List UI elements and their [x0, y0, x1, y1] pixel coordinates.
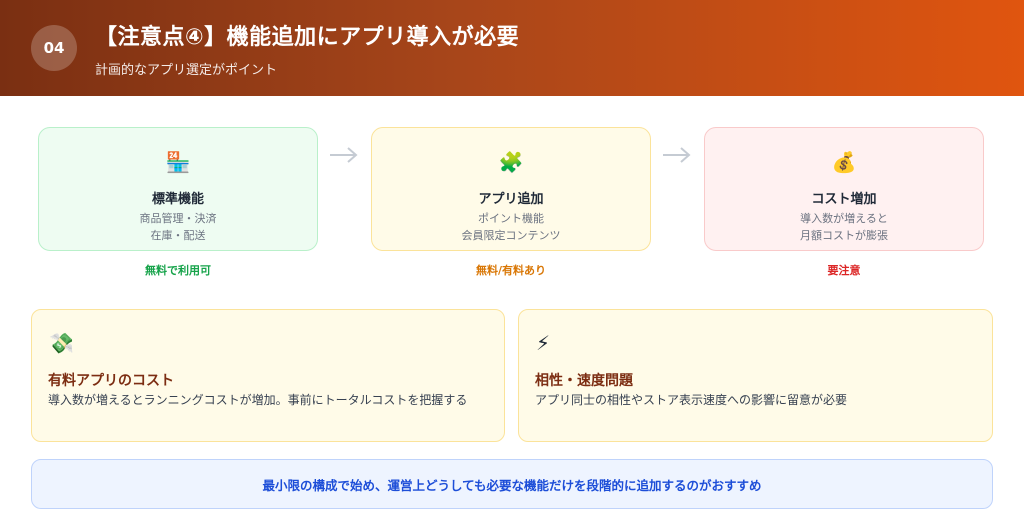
header-banner: 04 【注意点④】機能追加にアプリ導入が必要 計画的なアプリ選定がポイント: [0, 0, 1024, 96]
step-card-app-addition: 🧩 アプリ追加 ポイント機能 会員限定コンテンツ: [371, 127, 651, 251]
step-title: 標準機能: [151, 192, 204, 207]
store-icon: 🏪: [165, 150, 191, 174]
step-title: コスト増加: [811, 192, 877, 207]
step-description: ポイント機能 会員限定コンテンツ: [372, 210, 650, 244]
recommendation-note: 最小限の構成で始め、運営上どうしても必要な機能だけを段階的に追加するのがおすすめ: [31, 459, 993, 509]
step-title: アプリ追加: [478, 192, 544, 207]
arrow-right-icon: [663, 147, 691, 163]
step-caption-caution: 要注意: [827, 264, 861, 277]
step-caption-free-or-paid: 無料/有料あり: [475, 264, 547, 277]
info-card-paid-app-cost: 💸 有料アプリのコスト 導入数が増えるとランニングコストが増加。事前にトータルコ…: [31, 309, 505, 442]
card-description: アプリ同士の相性やストア表示速度への影響に留意が必要: [535, 393, 848, 407]
step-description-line: 商品管理・決済: [139, 212, 217, 225]
step-number-badge: 04: [31, 25, 77, 71]
page-title: 【注意点④】機能追加にアプリ導入が必要: [95, 25, 520, 50]
step-description-line: 月額コストが膨張: [800, 229, 888, 242]
step-description-line: ポイント機能: [478, 212, 544, 225]
step-description-line: 会員限定コンテンツ: [461, 229, 561, 242]
info-card-compatibility-speed: ⚡ 相性・速度問題 アプリ同士の相性やストア表示速度への影響に留意が必要: [518, 309, 993, 442]
money-bag-icon: 💰: [831, 150, 857, 174]
step-caption-free: 無料で利用可: [145, 264, 211, 277]
card-title: 有料アプリのコスト: [48, 373, 174, 389]
step-card-cost-increase: 💰 コスト増加 導入数が増えると 月額コストが膨張: [704, 127, 984, 251]
card-description: 導入数が増えるとランニングコストが増加。事前にトータルコストを把握する: [48, 393, 468, 407]
money-with-wings-icon: 💸: [49, 331, 74, 355]
page-subtitle: 計画的なアプリ選定がポイント: [95, 63, 278, 78]
step-description: 商品管理・決済 在庫・配送: [39, 210, 317, 244]
puzzle-icon: 🧩: [498, 150, 524, 174]
step-description-line: 在庫・配送: [150, 229, 206, 242]
lightning-icon: ⚡: [536, 331, 551, 355]
arrow-right-icon: [330, 147, 358, 163]
card-title: 相性・速度問題: [535, 373, 633, 389]
step-card-standard-features: 🏪 標準機能 商品管理・決済 在庫・配送: [38, 127, 318, 251]
step-description-line: 導入数が増えると: [800, 212, 888, 225]
step-description: 導入数が増えると 月額コストが膨張: [705, 210, 983, 244]
